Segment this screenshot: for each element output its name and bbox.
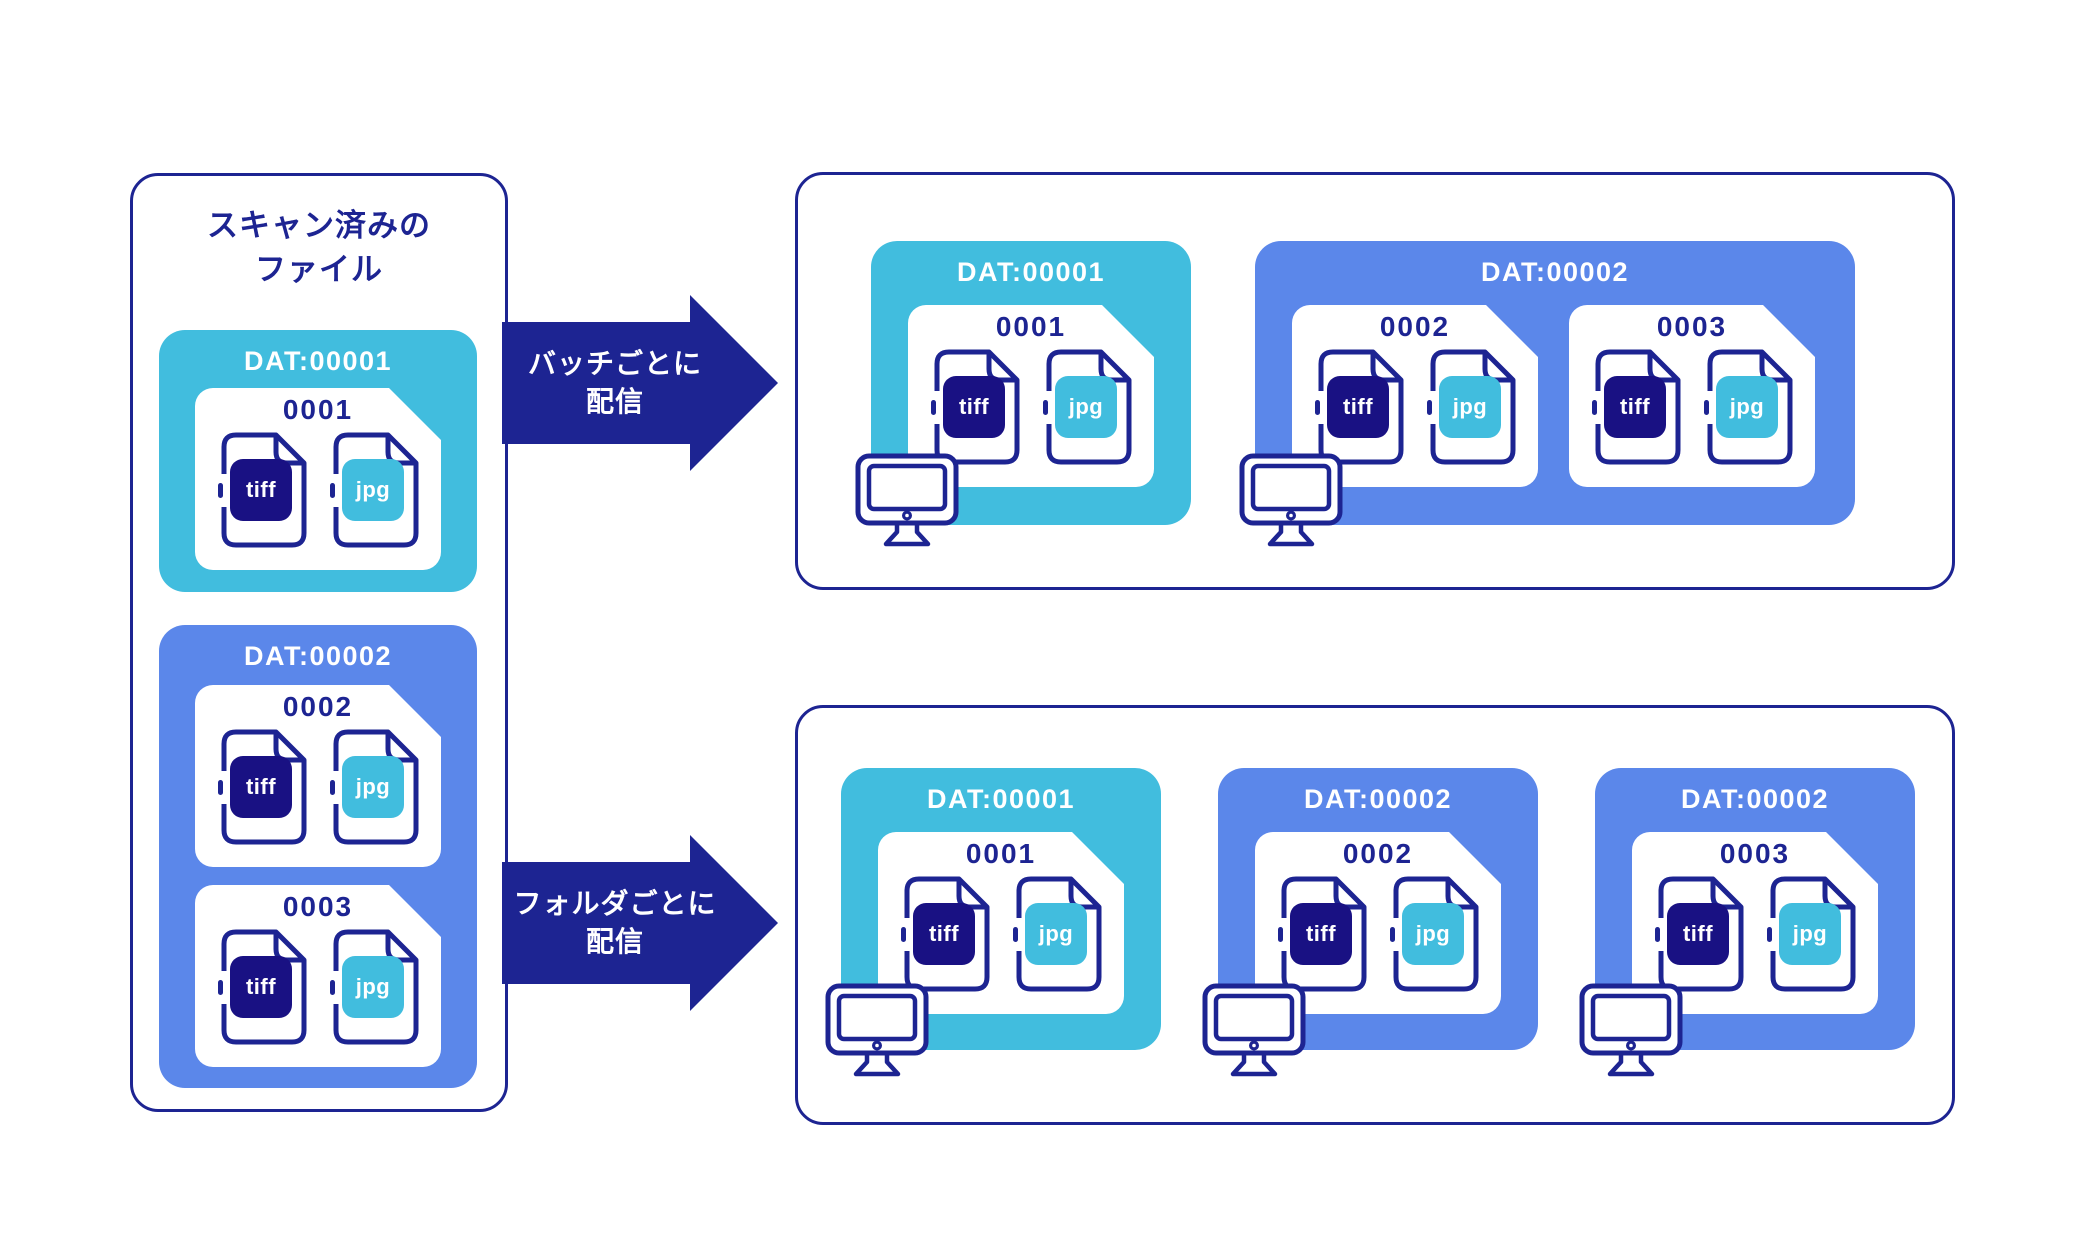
tiff-badge: tiff [230, 956, 292, 1018]
tiff-file-icon: tiff [1591, 349, 1681, 465]
jpg-badge: jpg [342, 459, 404, 521]
files-row: tiff jpg [195, 729, 441, 845]
delivered-folder-dat00001: DAT:00001 0001 tiff jpg [841, 768, 1161, 1050]
computer-icon [1239, 453, 1343, 549]
folder-label: 0001 [965, 838, 1037, 869]
tiff-badge: tiff [943, 376, 1005, 438]
computer-icon [855, 453, 959, 549]
tiff-badge: tiff [1604, 376, 1666, 438]
tiff-badge: tiff [913, 903, 975, 965]
jpg-file-icon: jpg [329, 729, 419, 845]
folder-0001: 0001 tiff jpg [878, 832, 1124, 1014]
tiff-file-icon: tiff [900, 876, 990, 992]
files-row: tiff jpg [878, 876, 1124, 992]
jpg-file-icon: jpg [1426, 349, 1516, 465]
jpg-badge: jpg [1025, 903, 1087, 965]
files-row: tiff jpg [1569, 349, 1815, 465]
arrow-text-line2: 配信 [585, 926, 644, 957]
arrow-text-line1: バッチごとに [527, 348, 702, 380]
computer-icon [1579, 983, 1683, 1079]
tiff-badge: tiff [230, 459, 292, 521]
folder-label: 0003 [1656, 311, 1728, 342]
folder-0003: 0003 tiff jpg [195, 885, 441, 1067]
jpg-badge: jpg [342, 756, 404, 818]
computer-icon [1202, 983, 1306, 1079]
folder-0003: 0003 tiff jpg [1569, 305, 1815, 487]
folder-label: 0001 [995, 311, 1067, 342]
batch-label: DAT:00002 [1303, 784, 1453, 814]
scanned-files-title-line2: ファイル [255, 252, 383, 288]
folder-delivery-arrow [502, 835, 778, 1011]
jpg-badge: jpg [1716, 376, 1778, 438]
tiff-file-icon: tiff [930, 349, 1020, 465]
jpg-file-icon: jpg [1012, 876, 1102, 992]
scanned-files-title-line1: スキャン済みの [207, 208, 431, 243]
folder-delivery-panel: DAT:00001 0001 tiff jpg DAT:00002 [795, 705, 1955, 1125]
delivered-folder-dat00002-b: DAT:00002 0003 tiff jpg [1595, 768, 1915, 1050]
tiff-badge: tiff [1290, 903, 1352, 965]
batch-label: DAT:00002 [1680, 784, 1830, 814]
scanned-files-title: スキャン済みの ファイル [133, 204, 505, 292]
delivered-batch-dat00002: DAT:00002 0002 tiff jpg 0003 [1255, 241, 1855, 525]
folder-0003: 0003 tiff jpg [1632, 832, 1878, 1014]
jpg-badge: jpg [1779, 903, 1841, 965]
files-row: tiff jpg [1255, 876, 1501, 992]
batch-delivery-arrow-text: バッチごとに 配信 [495, 322, 735, 444]
batch-delivery-arrow [502, 295, 778, 471]
folder-label: 0001 [282, 394, 354, 425]
folder-label: 0003 [282, 891, 354, 922]
folder-label: 0002 [1379, 311, 1451, 342]
tiff-file-icon: tiff [217, 432, 307, 548]
jpg-file-icon: jpg [329, 432, 419, 548]
batch-label: DAT:00001 [956, 257, 1106, 287]
batch-label: DAT:00001 [243, 346, 393, 376]
tiff-file-icon: tiff [1314, 349, 1404, 465]
jpg-file-icon: jpg [329, 929, 419, 1045]
jpg-badge: jpg [1402, 903, 1464, 965]
jpg-badge: jpg [342, 956, 404, 1018]
tiff-file-icon: tiff [217, 929, 307, 1045]
files-row: tiff jpg [195, 432, 441, 548]
folder-0001: 0001 tiff jpg [195, 388, 441, 570]
jpg-file-icon: jpg [1389, 876, 1479, 992]
jpg-file-icon: jpg [1703, 349, 1793, 465]
files-row: tiff jpg [195, 929, 441, 1045]
jpg-badge: jpg [1055, 376, 1117, 438]
jpg-file-icon: jpg [1766, 876, 1856, 992]
jpg-badge: jpg [1439, 376, 1501, 438]
tiff-badge: tiff [230, 756, 292, 818]
batch-label: DAT:00002 [1480, 257, 1630, 287]
scanned-files-panel: スキャン済みの ファイル DAT:00001 0001 tiff jpg [130, 173, 508, 1112]
batch-label: DAT:00002 [243, 641, 393, 671]
computer-icon [825, 983, 929, 1079]
source-batch-dat00001: DAT:00001 0001 tiff jpg [159, 330, 477, 592]
tiff-file-icon: tiff [1654, 876, 1744, 992]
folder-0002: 0002 tiff jpg [1255, 832, 1501, 1014]
folder-0002: 0002 tiff jpg [195, 685, 441, 867]
tiff-file-icon: tiff [1277, 876, 1367, 992]
folder-delivery-arrow-text: フォルダごとに 配信 [495, 862, 735, 984]
folder-label: 0002 [282, 691, 354, 722]
batch-label: DAT:00001 [926, 784, 1076, 814]
folder-label: 0003 [1719, 838, 1791, 869]
tiff-badge: tiff [1667, 903, 1729, 965]
batch-delivery-panel: DAT:00001 0001 tiff jpg DAT:00002 [795, 172, 1955, 590]
folder-label: 0002 [1342, 838, 1414, 869]
arrow-text-line1: フォルダごとに [513, 888, 717, 920]
files-row: tiff jpg [1292, 349, 1538, 465]
files-row: tiff jpg [908, 349, 1154, 465]
tiff-file-icon: tiff [217, 729, 307, 845]
files-row: tiff jpg [1632, 876, 1878, 992]
arrow-text-line2: 配信 [585, 386, 644, 417]
tiff-badge: tiff [1327, 376, 1389, 438]
jpg-file-icon: jpg [1042, 349, 1132, 465]
source-batch-dat00002: DAT:00002 0002 tiff jpg 0003 [159, 625, 477, 1088]
